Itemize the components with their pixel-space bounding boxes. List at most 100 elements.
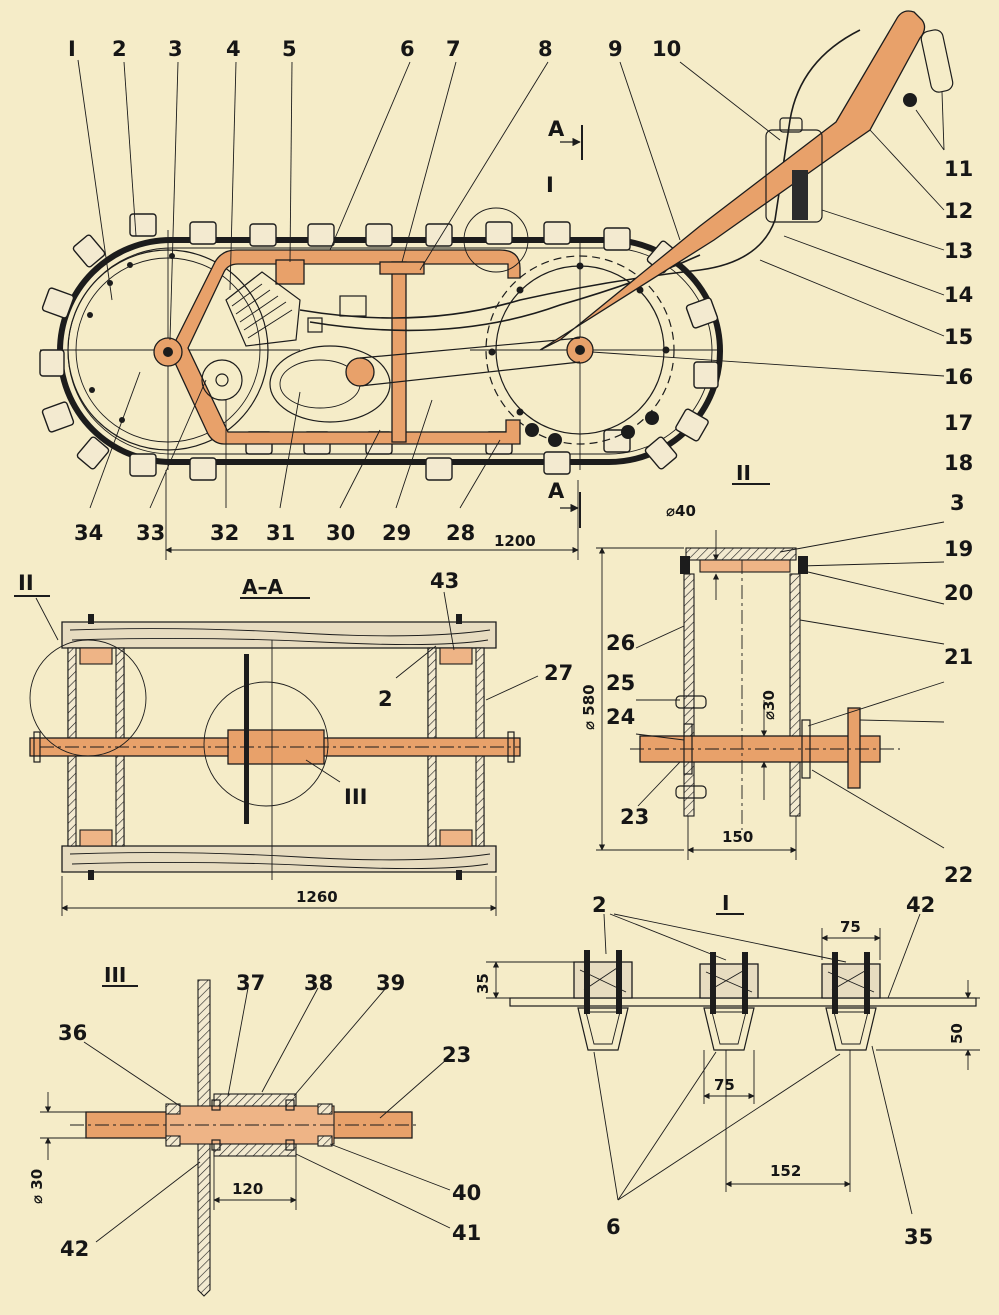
- dim-dia-30: ⌀30: [760, 690, 778, 720]
- handlebar: [539, 10, 926, 351]
- detail-mark-II: II: [18, 571, 34, 595]
- callout-22: 22: [944, 863, 973, 887]
- callout-6b: 6: [606, 1215, 621, 1239]
- callout-26: 26: [606, 631, 635, 655]
- callout-40: 40: [452, 1181, 481, 1205]
- frame-brace: [379, 261, 425, 275]
- detail-I-view: [486, 913, 980, 1215]
- callout-12: 12: [944, 199, 973, 223]
- detail-III-circle: [203, 681, 329, 807]
- flange-21: [847, 707, 861, 789]
- title-section-aa: A–A: [242, 575, 283, 599]
- section-mark-a-bottom: A: [548, 479, 565, 503]
- callout-36: 36: [58, 1021, 87, 1045]
- dim-grouser-width: 75: [840, 918, 861, 936]
- dim-pitch: 152: [770, 1162, 801, 1180]
- dim-grouser-height: 35: [474, 973, 492, 994]
- top-plate: [685, 547, 797, 561]
- dim-link-width: 75: [714, 1076, 735, 1094]
- callout-23b: 23: [442, 1043, 471, 1067]
- section-mark-a-top: A: [548, 117, 565, 141]
- dim-dia-580: ⌀ 580: [580, 684, 598, 730]
- callout-32: 32: [210, 521, 239, 545]
- callout-16: 16: [944, 365, 973, 389]
- callout-15: 15: [944, 325, 973, 349]
- callout-19: 19: [944, 537, 973, 561]
- callout-10: 10: [652, 37, 681, 61]
- callout-33: 33: [136, 521, 165, 545]
- callout-4: 4: [226, 37, 241, 61]
- callout-7: 7: [446, 37, 461, 61]
- section-aa-view: [14, 591, 539, 916]
- callout-labels: I 2 3 4 5 6 7 8 9 10 11 12 13 14 15 16 1…: [58, 37, 973, 1261]
- drive-chain: [359, 337, 581, 387]
- sprocket-disc: [244, 654, 249, 824]
- dim-150: 150: [722, 828, 753, 846]
- dim-belt-offset: 50: [948, 1023, 966, 1044]
- callout-30: 30: [326, 521, 355, 545]
- fuel-tank: [765, 129, 823, 223]
- frame-post: [391, 261, 407, 443]
- callout-23: 23: [620, 805, 649, 829]
- frame: [169, 249, 521, 445]
- engine-crankcase: [269, 345, 391, 423]
- clutch-pulley: [201, 359, 243, 401]
- callout-9: 9: [608, 37, 623, 61]
- callout-31: 31: [266, 521, 295, 545]
- drum-wall-right: [789, 573, 801, 817]
- callout-21: 21: [944, 645, 973, 669]
- grouser-link-3: [821, 952, 881, 1051]
- detail-mark-I: I: [546, 173, 554, 197]
- callout-42b: 42: [60, 1237, 89, 1261]
- detail-mark-III: III: [344, 785, 367, 809]
- callout-6: 6: [400, 37, 415, 61]
- handle-grip: [920, 29, 954, 93]
- callout-34: 34: [74, 521, 103, 545]
- detail-III-view: [40, 979, 451, 1297]
- callout-3: 3: [168, 37, 183, 61]
- callout-42: 42: [906, 893, 935, 917]
- callout-35: 35: [904, 1225, 933, 1249]
- drive-sprocket: [345, 357, 375, 387]
- callout-28: 28: [446, 521, 475, 545]
- callout-43: 43: [430, 569, 459, 593]
- title-detail-III: III: [104, 963, 126, 987]
- callout-41: 41: [452, 1221, 481, 1245]
- callout-24: 24: [606, 705, 635, 729]
- callout-2b: 2: [378, 687, 393, 711]
- callout-2: 2: [112, 37, 127, 61]
- side-view: [39, 10, 954, 560]
- engine: [201, 271, 391, 423]
- callout-3b: 3: [950, 491, 965, 515]
- callout-13: 13: [944, 239, 973, 263]
- detail-II-circle: [29, 639, 147, 757]
- throttle-lever: [903, 93, 917, 107]
- engine-bracket: [275, 259, 305, 285]
- callout-14: 14: [944, 283, 973, 307]
- title-detail-II: II: [736, 461, 751, 485]
- drum-wall-left: [683, 573, 695, 817]
- dim-1260: 1260: [296, 888, 338, 906]
- fuel-cap: [779, 117, 803, 133]
- view-titles: A–A II I III: [104, 461, 751, 987]
- callout-20: 20: [944, 581, 973, 605]
- grouser-link-1: [573, 950, 633, 1051]
- callout-8: 8: [538, 37, 553, 61]
- leaders-side: [77, 59, 945, 509]
- callout-5: 5: [282, 37, 297, 61]
- idler-rollers: [525, 411, 659, 447]
- section-marks: A A I II III: [18, 117, 565, 809]
- grousers-left-end: [39, 234, 110, 470]
- callout-27: 27: [544, 661, 573, 685]
- callout-17: 17: [944, 411, 973, 435]
- callout-29: 29: [382, 521, 411, 545]
- callout-1: I: [68, 37, 76, 61]
- callout-39: 39: [376, 971, 405, 995]
- dim-dia-40: ⌀40: [666, 502, 696, 520]
- callout-38: 38: [304, 971, 333, 995]
- detail-I-marker: [463, 207, 529, 273]
- detail-II-view: [596, 483, 945, 860]
- grouser-link-2: [699, 952, 759, 1051]
- callout-11: 11: [944, 157, 973, 181]
